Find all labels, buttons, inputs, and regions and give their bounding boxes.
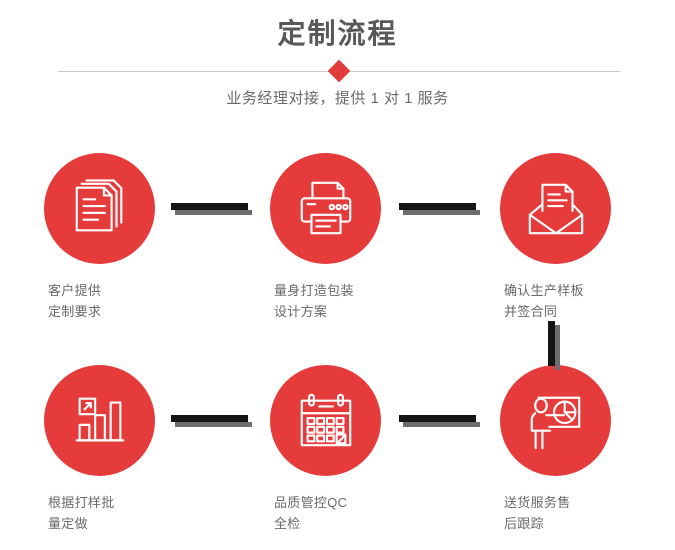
page-subtitle: 业务经理对接，提供 1 对 1 服务: [226, 90, 449, 107]
flow-step-4-caption: 根据打样批 量定做: [48, 495, 115, 531]
connector-step3-step6: [548, 321, 560, 370]
printer-icon: [300, 181, 351, 234]
connector-step1-step2: [171, 203, 252, 215]
flow-step-6-caption: 送货服务售 后跟踪: [504, 495, 571, 531]
flow-step-4[interactable]: 根据打样批 量定做: [30, 365, 200, 534]
connector-bar: [548, 321, 555, 366]
flow-step-5[interactable]: 品质管控QC 全检: [256, 365, 426, 534]
flow-step-6-circle: [500, 365, 611, 476]
flow-step-1-circle: [44, 153, 155, 264]
connector-shadow: [403, 210, 480, 215]
flow-step-5-circle: [270, 365, 381, 476]
documents-stack-icon: [75, 178, 122, 231]
flow-step-2[interactable]: 量身打造包装 设计方案: [256, 153, 426, 322]
bar-chart-growth-icon: [75, 397, 124, 441]
connector-step5-step6: [399, 415, 480, 427]
header: 定制流程 业务经理对接，提供 1 对 1 服务: [0, 0, 675, 125]
connector-shadow: [555, 325, 560, 370]
flow-step-4-circle: [44, 365, 155, 476]
connector-bar: [171, 203, 248, 210]
connector-bar: [171, 415, 248, 422]
flow-step-2-caption: 量身打造包装 设计方案: [274, 283, 354, 319]
flow-step-6[interactable]: 送货服务售 后跟踪: [486, 365, 656, 534]
connector-shadow: [403, 422, 480, 427]
connector-step4-step5: [171, 415, 252, 427]
flow-step-1-caption: 客户提供 定制要求: [48, 283, 102, 319]
flow-step-2-circle: [270, 153, 381, 264]
connector-shadow: [175, 422, 252, 427]
calendar-check-icon: [300, 393, 351, 446]
flow-step-3[interactable]: 确认生产样板 并签合同: [486, 153, 656, 322]
presenter-pie-chart-icon: [530, 396, 580, 449]
page-title: 定制流程: [277, 18, 398, 49]
connector-step2-step3: [399, 203, 480, 215]
flow-step-3-caption: 确认生产样板 并签合同: [504, 283, 584, 319]
flow-step-3-circle: [500, 153, 611, 264]
connector-shadow: [175, 210, 252, 215]
open-envelope-letter-icon: [528, 183, 583, 234]
flow-step-1[interactable]: 客户提供 定制要求: [30, 153, 200, 322]
connector-bar: [399, 203, 476, 210]
flow-step-5-caption: 品质管控QC 全检: [274, 495, 348, 531]
process-flow: 客户提供 定制要求 量身打造包装 设计方案: [0, 125, 675, 550]
diamond-icon: [327, 59, 351, 83]
title-divider: [58, 59, 620, 83]
connector-bar: [399, 415, 476, 422]
